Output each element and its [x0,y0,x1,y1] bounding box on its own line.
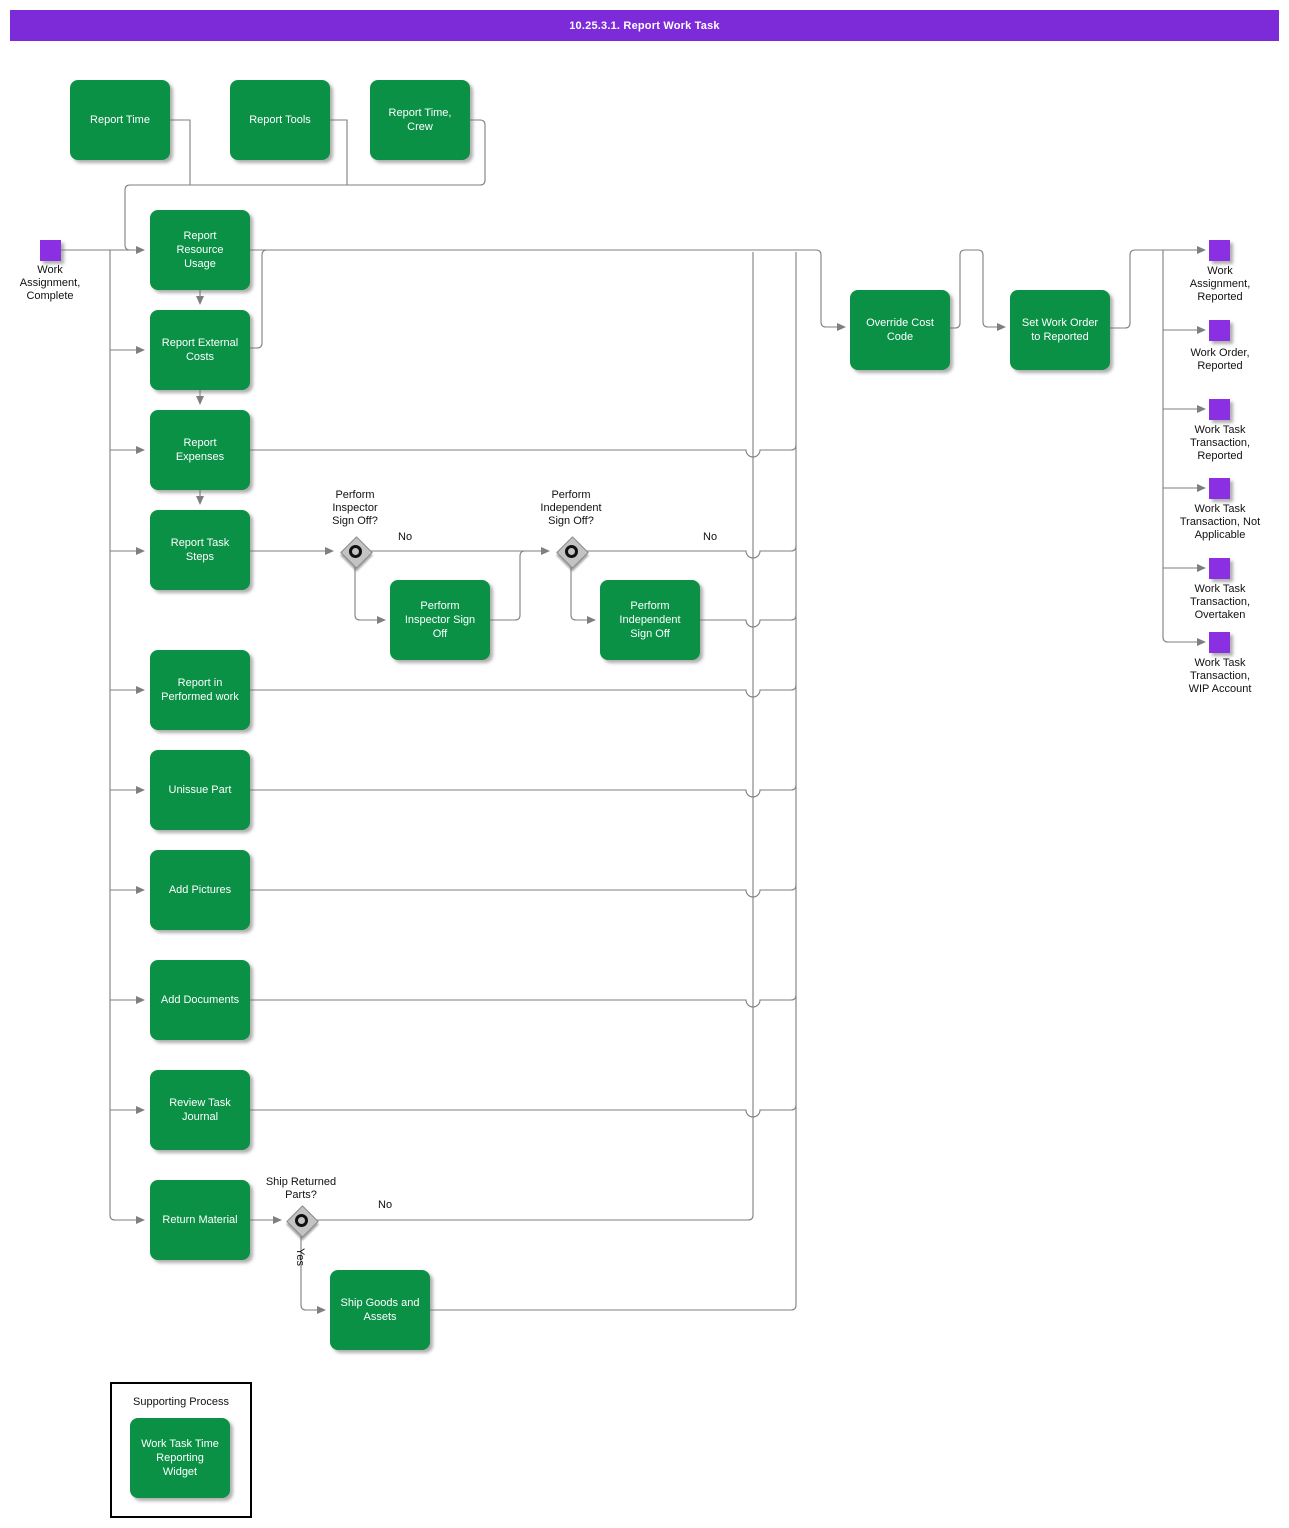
perform-independent-sign-off-gateway-ring-icon [564,544,578,558]
work-task-transaction-reported-label: Work Task Transaction, Reported [1189,424,1251,462]
perform-independent-sign-off-gateway [555,535,589,569]
work-task-transaction-overtaken-label: Work Task Transaction, Overtaken [1189,583,1251,621]
ship-returned-parts-gateway [285,1204,319,1238]
inspector-no-label: No [398,531,413,543]
report-task-steps[interactable]: Report Task Steps [150,510,250,590]
add-pictures[interactable]: Add Pictures [150,850,250,930]
ship-goods-and-assets[interactable]: Ship Goods and Assets [330,1270,430,1350]
supporting-process-legend: Supporting Process Work Task Time Report… [110,1382,252,1518]
work-task-transaction-reported [1209,399,1230,420]
work-task-transaction-not-applicable-label: Work Task Transaction, Not Applicable [1179,503,1261,541]
report-in-performed-work[interactable]: Report in Performed work [150,650,250,730]
perform-independent-sign-off[interactable]: Perform Independent Sign Off [600,580,700,660]
work-assignment-complete-label: Work Assignment, Complete [19,264,81,302]
report-time[interactable]: Report Time [70,80,170,160]
perform-inspector-sign-off-gateway-ring-icon [348,544,362,558]
set-work-order-to-reported[interactable]: Set Work Order to Reported [1010,290,1110,370]
report-resource-usage[interactable]: Report Resource Usage [150,210,250,290]
override-cost-code[interactable]: Override Cost Code [850,290,950,370]
work-task-transaction-overtaken [1209,558,1230,579]
work-assignment-complete [40,240,61,261]
work-assignment-reported [1209,240,1230,261]
add-documents[interactable]: Add Documents [150,960,250,1040]
ship-no-label: No [378,1199,393,1211]
work-order-reported [1209,320,1230,341]
work-order-reported-label: Work Order, Reported [1190,347,1250,372]
return-material[interactable]: Return Material [150,1180,250,1260]
report-time-crew[interactable]: Report Time, Crew [370,80,470,160]
ship-yes-label: Yes [294,1248,306,1266]
review-task-journal[interactable]: Review Task Journal [150,1070,250,1150]
perform-inspector-sign-off[interactable]: Perform Inspector Sign Off [390,580,490,660]
perform-inspector-sign-off-gateway [339,535,373,569]
report-tools[interactable]: Report Tools [230,80,330,160]
work-assignment-reported-label: Work Assignment, Reported [1189,265,1251,303]
ship-returned-parts-gateway-ring-icon [294,1213,308,1227]
report-expenses[interactable]: Report Expenses [150,410,250,490]
ship-returned-parts-gateway-question: Ship Returned Parts? [265,1176,337,1201]
work-task-transaction-wip-account-label: Work Task Transaction, WIP Account [1188,657,1252,695]
supporting-process-title: Supporting Process [133,1396,229,1408]
work-task-transaction-wip-account [1209,632,1230,653]
work-task-transaction-not-applicable [1209,478,1230,499]
perform-inspector-sign-off-gateway-question: Perform Inspector Sign Off? [332,489,378,527]
independent-no-label: No [703,531,718,543]
work-task-time-reporting-widget[interactable]: Work Task Time Reporting Widget [130,1418,230,1498]
perform-independent-sign-off-gateway-question: Perform Independent Sign Off? [540,489,602,527]
diagram-title: 10.25.3.1. Report Work Task [569,19,720,32]
report-external-costs[interactable]: Report External Costs [150,310,250,390]
unissue-part[interactable]: Unissue Part [150,750,250,830]
diagram-title-bar: 10.25.3.1. Report Work Task [10,10,1279,41]
